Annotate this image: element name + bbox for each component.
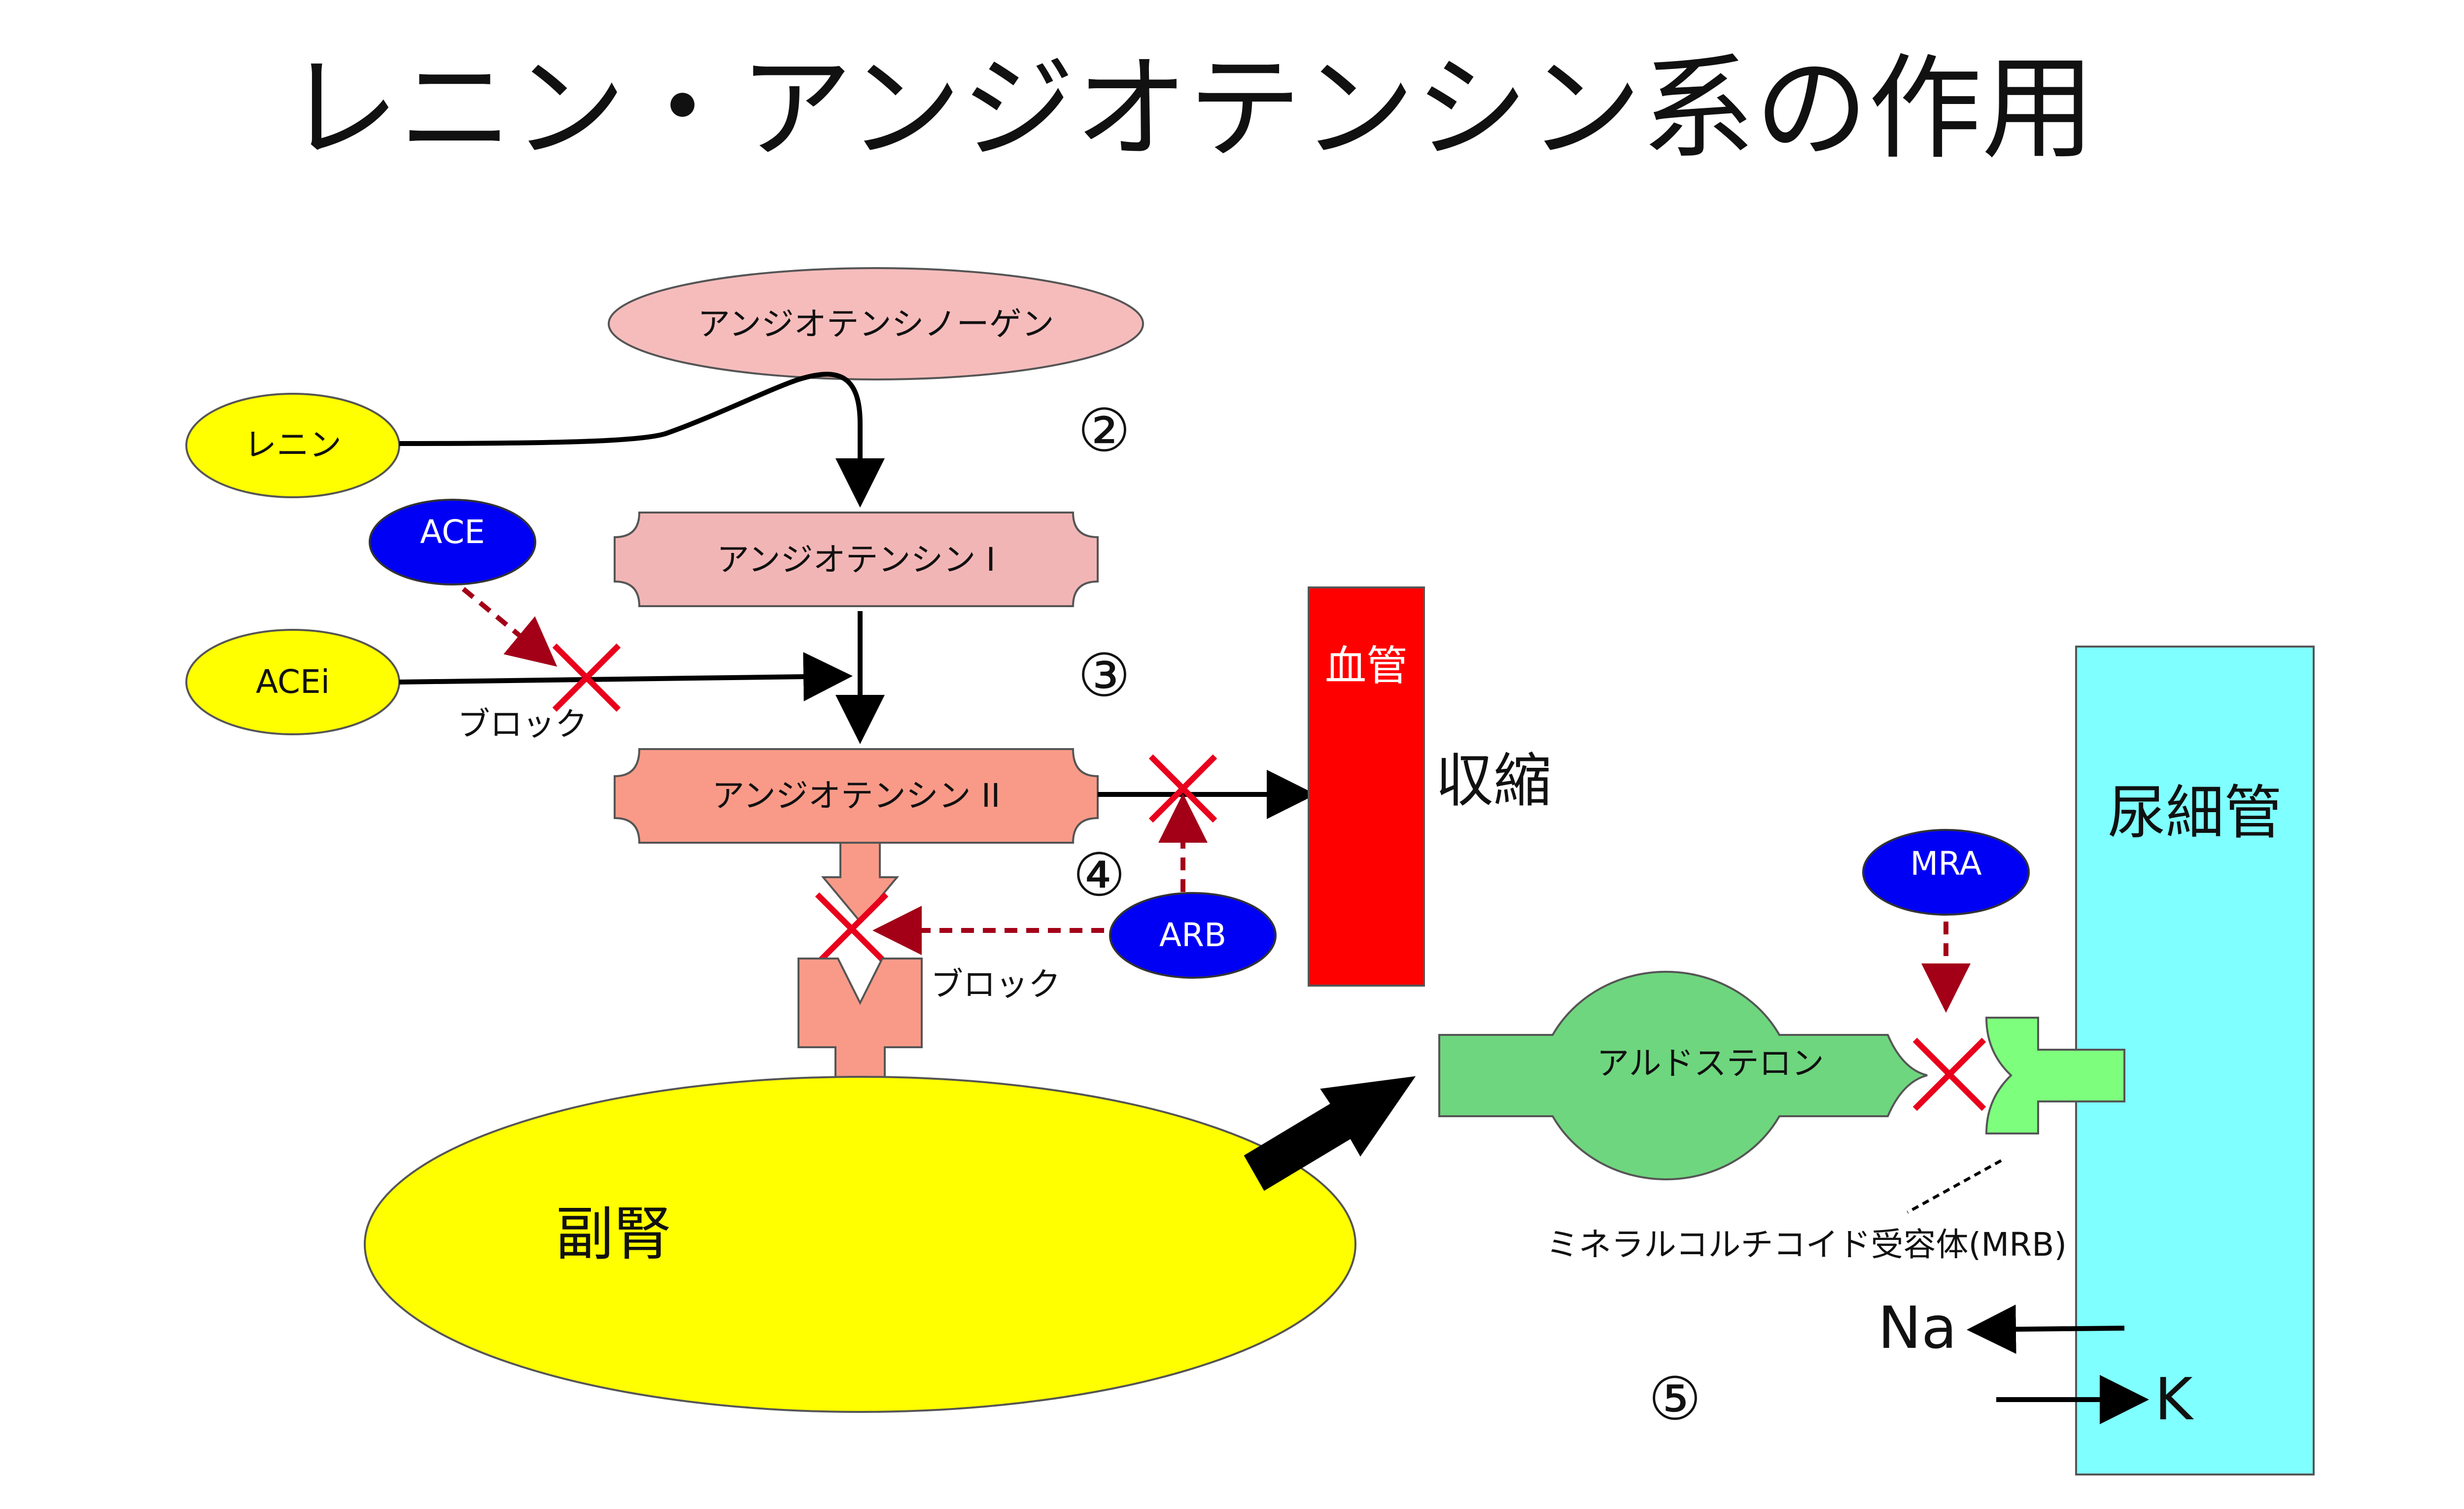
ace-dashed-arrow [461,587,557,667]
arb-label: ARB [1159,916,1226,954]
angiotensinogen-node: アンジオテンシノーゲン [608,267,1144,380]
angiotensin1-node: アンジオテンシン I [614,512,1099,607]
ace-label: ACE [420,513,485,551]
block-label-1: ブロック [457,705,588,743]
angiotensin2-node: アンジオテンシン II [614,748,1099,844]
angiotensin2-receptor [798,958,923,1085]
renin-to-angiotensin1-arrow [399,372,885,508]
angiotensin1-label: アンジオテンシン I [717,541,996,579]
receptor-pointer [1907,1159,2002,1214]
block-label-2: ブロック [931,965,1061,1003]
na-arrow [1967,1304,2125,1354]
step-number-3: ③ [1077,642,1131,710]
block-x-vessel [1148,754,1217,823]
k-label: K [2154,1365,2194,1433]
step-number-5: ⑤ [1648,1365,1701,1434]
renin-label: レニン [244,426,342,464]
tubule-label: 尿細管 [2108,779,2282,847]
block-x-mr [1912,1037,1986,1111]
ace-node: ACE [369,499,536,585]
renin-node: レニン [185,393,400,498]
mineralocorticoid-receptor [1985,1017,2125,1134]
page-title: レニン・アンジオテンシン系の作用 [286,43,2095,175]
acei-label: ACEi [256,663,330,701]
arb-node: ARB [1109,892,1277,979]
step-number-4: ④ [1073,841,1126,910]
block-x-receptor [815,892,889,966]
angiotensinogen-label: アンジオテンシノーゲン [697,305,1054,343]
blood-vessel-label: 血管 [1325,642,1408,690]
aldosterone-node: アルドステロン [1438,970,1928,1181]
mr-receptor-label: ミネラルコルチコイド受容体(MRB) [1546,1226,2067,1264]
blood-vessel-node: 血管 [1308,586,1425,987]
contraction-label: 収縮 [1435,747,1552,815]
mra-label: MRA [1910,845,1981,883]
adrenal-node: 副腎 [364,1076,1356,1413]
block-x-ace [552,643,621,712]
na-label: Na [1878,1294,1957,1362]
adrenal-to-aldosterone-arrow [1244,1076,1416,1191]
adrenal-label: 副腎 [555,1200,672,1268]
mra-node: MRA [1862,829,2030,916]
aldosterone-label: アルドステロン [1596,1044,1824,1082]
acei-arrow [399,652,853,702]
step-number-2: ② [1077,397,1131,465]
angiotensin2-label: アンジオテンシン II [712,777,1000,815]
acei-node: ACEi [185,629,400,735]
